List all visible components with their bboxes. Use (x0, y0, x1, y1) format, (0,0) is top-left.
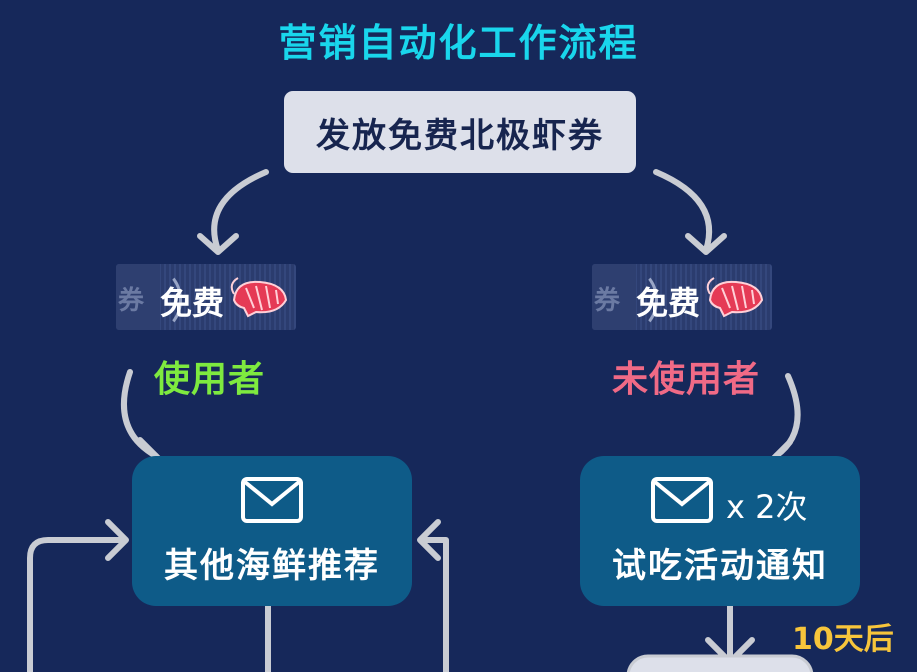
group-label-non-users: 未使用者 (612, 359, 761, 400)
node-label: 其他海鲜推荐 (164, 546, 380, 586)
coupon-curve (612, 270, 658, 330)
shrimp-icon (230, 277, 288, 318)
mail-icon (651, 477, 713, 523)
delay-label: 10天后 (792, 622, 894, 657)
repeat-count-label: x 2次 (726, 488, 808, 526)
diagram-title: 营销自动化工作流程 (278, 21, 639, 65)
loop-left (27, 537, 127, 672)
loop-right (421, 537, 449, 672)
top-node: 发放免费北极虾券 (284, 91, 636, 173)
next-node-partial (626, 654, 814, 672)
shrimp-icon (706, 277, 764, 318)
coupon-left: 券 免费 (116, 264, 296, 330)
arrow-top-to-right (653, 169, 713, 253)
arrow-top-to-left (211, 169, 269, 253)
mail-icon (241, 477, 303, 523)
coupon-label: 免费 (636, 284, 701, 322)
node-label: 试吃活动通知 (612, 546, 828, 586)
group-label-users: 使用者 (154, 359, 266, 400)
coupon-right: 券 免费 (592, 264, 772, 330)
coupon-label: 免费 (160, 284, 225, 322)
node-seafood-recommendation: 其他海鲜推荐 (132, 456, 412, 606)
node-tasting-event-notice: x 2次 试吃活动通知 (580, 456, 860, 606)
coupon-curve (136, 270, 182, 330)
top-node-label: 发放免费北极虾券 (316, 115, 604, 156)
